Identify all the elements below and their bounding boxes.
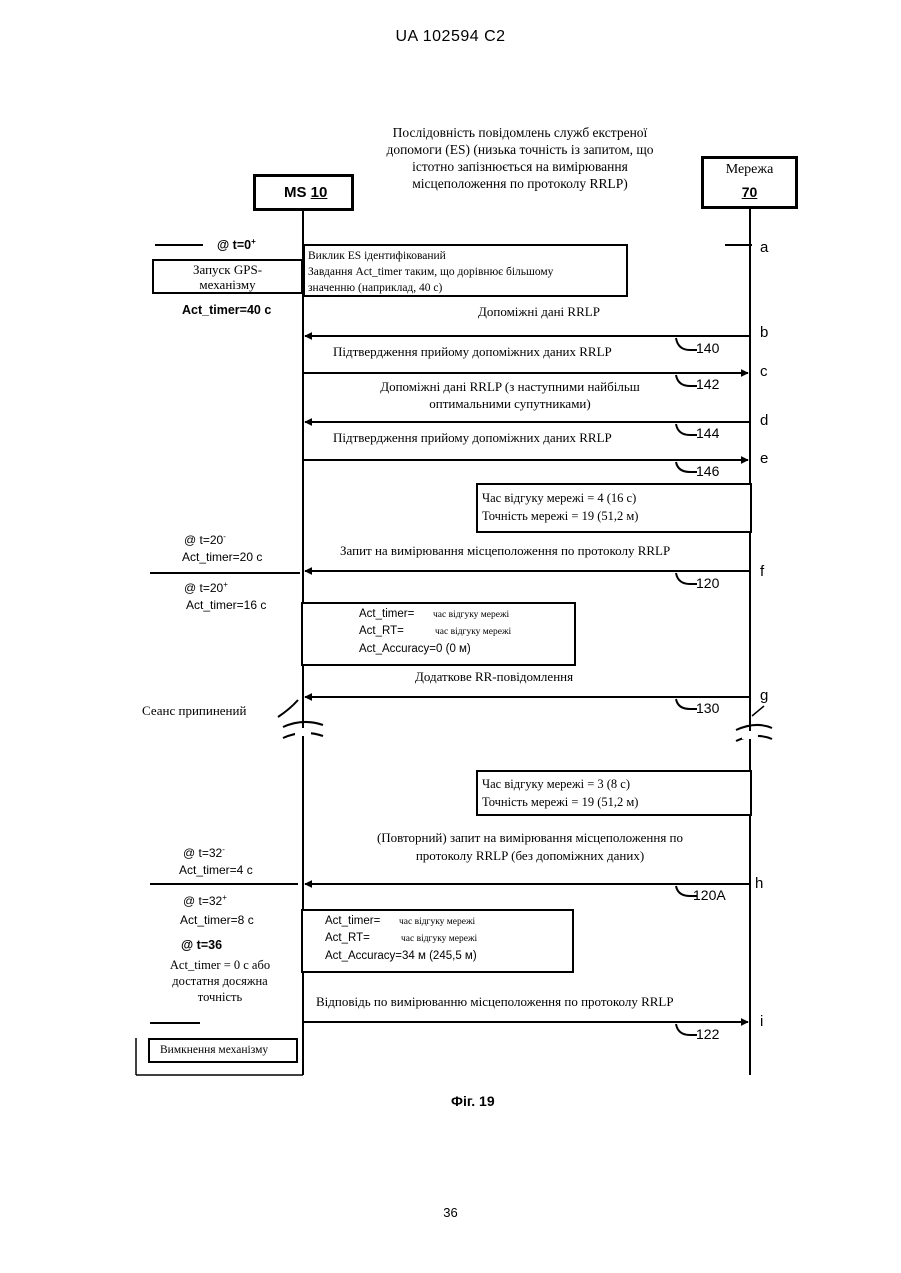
act-timer-4: Act_timer=4 c (179, 863, 253, 877)
es-box-line: Завдання Act_timer таким, що дорівнює бі… (308, 264, 553, 280)
event-label-g: g (760, 687, 768, 704)
gps-start-line: Запуск GPS- (154, 262, 301, 277)
event-label-b: b (760, 324, 768, 341)
session-terminated-label: Сеанс припинений (142, 703, 246, 719)
act-rt-value: час відгуку мережі (401, 934, 477, 944)
network-number: 70 (704, 184, 795, 200)
ref-142: 142 (696, 376, 719, 392)
network-response-box-1: Час відгуку мережі = 4 (16 с) Точність м… (476, 483, 752, 533)
event-label-c: c (760, 363, 768, 380)
event-label-i: i (760, 1013, 763, 1030)
act-timer-0-note: Act_timer = 0 с або достатня досяжна точ… (140, 957, 300, 1005)
net-box-line: Час відгуку мережі = 3 (8 с) (482, 775, 638, 793)
act-timer-40: Act_timer=40 с (182, 303, 271, 317)
net-box-line: Час відгуку мережі = 4 (16 с) (482, 489, 638, 507)
ms-number: 10 (311, 184, 328, 201)
event-label-e: e (760, 450, 768, 467)
message-i-label: Відповідь по вимірюванню місцеположення … (316, 994, 674, 1010)
gps-start-line: механізму (154, 277, 301, 292)
network-entity-box: Мережа 70 (701, 156, 798, 209)
event-label-f: f (760, 563, 764, 580)
ref-120: 120 (696, 575, 719, 591)
ms-entity-box: MS 10 (253, 174, 354, 211)
message-b-label: Допоміжні дані RRLP (478, 304, 600, 320)
event-label-a: a (760, 239, 768, 256)
ref-146: 146 (696, 463, 719, 479)
message-f-label: Запит на вимірювання місцеположення по п… (340, 543, 670, 559)
act-rt-key: Act_RT= (325, 932, 370, 944)
ref-120a: 120A (693, 887, 726, 903)
network-label: Мережа (704, 162, 795, 178)
message-e-label: Підтвердження прийому допоміжних даних R… (333, 430, 612, 446)
engine-off-box: Вимкнення механізму (148, 1038, 298, 1063)
act-accuracy: Act_Accuracy=34 м (245,5 м) (325, 950, 477, 962)
message-g-label: Додаткове RR-повідомлення (415, 669, 573, 685)
time-marker-t20-plus: @ t=20+ (184, 580, 228, 595)
act-values-box-2: Act_timer= час відгуку мережі Act_RT= ча… (301, 909, 574, 973)
act-timer-value: час відгуку мережі (399, 917, 475, 927)
network-response-box-2: Час відгуку мережі = 3 (8 с) Точність ме… (476, 770, 752, 816)
ref-122: 122 (696, 1026, 719, 1042)
act-rt-key: Act_RT= (359, 625, 404, 637)
message-h-label: (Повторний) запит на вимірювання місцепо… (300, 829, 760, 865)
message-c-label: Підтвердження прийому допоміжних даних R… (333, 344, 612, 360)
act-values-box-1: Act_timer= час відгуку мережі Act_RT= ча… (301, 602, 576, 666)
time-marker-t20-minus: @ t=20- (184, 532, 226, 547)
ref-130: 130 (696, 700, 719, 716)
act-timer-value: час відгуку мережі (433, 610, 509, 620)
event-label-d: d (760, 412, 768, 429)
act-timer-key: Act_timer= (359, 608, 414, 620)
gps-start-box: Запуск GPS- механізму (152, 259, 303, 294)
act-timer-key: Act_timer= (325, 915, 380, 927)
message-d-label: Допоміжні дані RRLP (з наступними найбіл… (340, 378, 680, 412)
time-marker-t32-plus: @ t=32+ (183, 893, 227, 908)
es-box-line: значенню (наприклад, 40 с) (308, 280, 553, 296)
time-marker-t32-minus: @ t=32- (183, 845, 225, 860)
net-box-line: Точність мережі = 19 (51,2 м) (482, 507, 638, 525)
ref-140: 140 (696, 340, 719, 356)
act-rt-value: час відгуку мережі (435, 627, 511, 637)
es-box-line: Виклик ES ідентифікований (308, 248, 553, 264)
act-accuracy: Act_Accuracy=0 (0 м) (359, 643, 471, 655)
event-label-h: h (755, 875, 763, 892)
act-timer-8: Act_timer=8 c (180, 913, 254, 927)
page-number: 36 (0, 1205, 901, 1220)
net-box-line: Точність мережі = 19 (51,2 м) (482, 793, 638, 811)
ref-144: 144 (696, 425, 719, 441)
engine-off-label: Вимкнення механізму (160, 1044, 268, 1056)
ms-label: MS (284, 184, 307, 201)
es-identified-box: Виклик ES ідентифікований Завдання Act_t… (303, 244, 628, 297)
act-timer-20: Act_timer=20 c (182, 550, 262, 564)
time-marker-t36: @ t=36 (181, 938, 222, 952)
figure-caption: Фіг. 19 (451, 1093, 495, 1109)
time-marker-t0: @ t=0+ (217, 237, 256, 252)
act-timer-16: Act_timer=16 c (186, 598, 266, 612)
